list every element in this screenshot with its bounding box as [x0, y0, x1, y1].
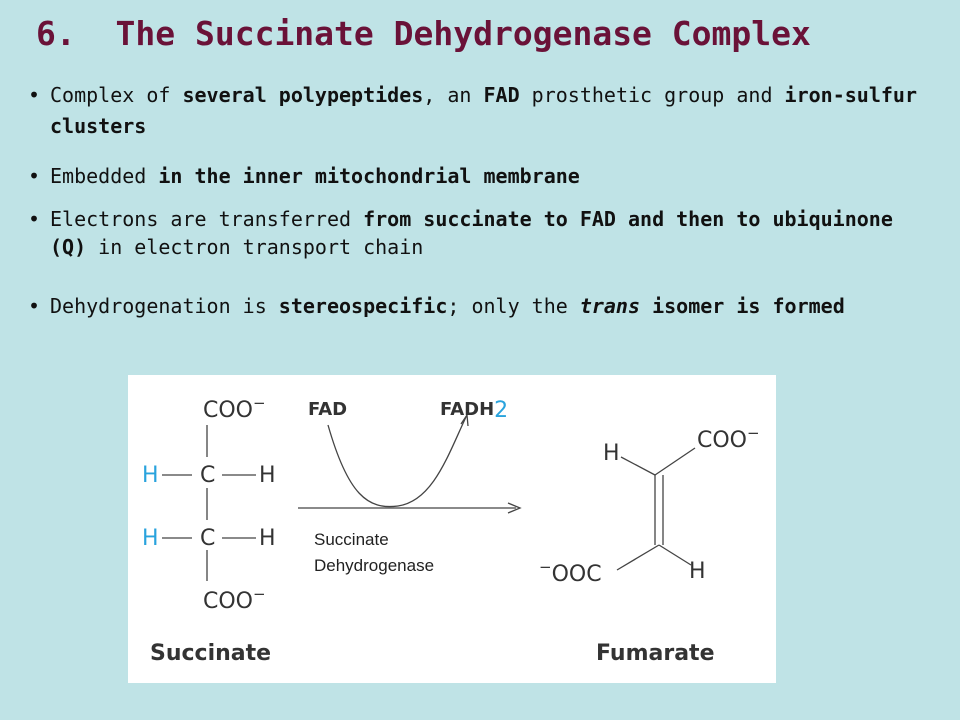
enzyme-label-line2: Dehydrogenase: [314, 556, 435, 575]
fumarate-hydrogen: H: [603, 441, 620, 466]
fumarate-bottom-group: −OOC: [539, 558, 602, 587]
bullet-text-run: stereospecific: [278, 294, 448, 318]
bullet-text-run: Complex of: [50, 83, 183, 107]
fumarate-top-group: COO−: [697, 424, 760, 453]
fumarate-atoms: H COO− −OOC H: [539, 424, 760, 587]
enzyme-label: Succinate Dehydrogenase: [314, 527, 434, 579]
succinate-carbon: C: [200, 463, 215, 488]
bullet-text-run: in electron transport chain: [86, 235, 424, 259]
succinate-label: Succinate: [150, 641, 271, 666]
bullet-marker: •: [28, 294, 41, 318]
reaction-arrow-head: [507, 502, 522, 514]
fumarate-bonds: [616, 447, 696, 571]
fadh2-label: FADH2: [440, 398, 508, 423]
bullet-item: • Dehydrogenation is stereospecific; onl…: [28, 290, 928, 323]
succinate-hydrogen-blue: H: [142, 526, 159, 551]
fumarate-hydrogen: H: [689, 559, 706, 584]
bullet-text-run: iron-sulfur clusters: [50, 83, 917, 138]
bullet-item: • Electrons are transferred from succina…: [28, 205, 928, 261]
succinate-hydrogen: H: [259, 463, 276, 488]
title-text: The Succinate Dehydrogenase Complex: [115, 14, 811, 53]
succinate-bonds: [162, 425, 256, 581]
succinate-hydrogen-blue: H: [142, 463, 159, 488]
bullet-marker: •: [28, 83, 41, 107]
bullet-text-run: Embedded: [50, 164, 159, 188]
bullet-text-run: several polypeptides: [182, 83, 424, 107]
bullet-text-run: from succinate to FAD and then to ubiqui…: [50, 207, 893, 259]
succinate-atoms: COO− C C H H H H COO−: [142, 394, 276, 614]
slide-title: 6. The Succinate Dehydrogenase Complex: [36, 14, 811, 53]
title-number: 6.: [36, 14, 76, 53]
succinate-top-group: COO−: [203, 394, 266, 423]
bullet-text-run: isomer is formed: [640, 294, 845, 318]
succinate-hydrogen: H: [259, 526, 276, 551]
fumarate-label: Fumarate: [596, 641, 715, 666]
bullet-text: Complex of several polypeptides, an FAD …: [50, 80, 928, 142]
succinate-carbon: C: [200, 526, 215, 551]
cofactor-arc-head: [460, 413, 469, 427]
bullet-text-run: prosthetic group and: [519, 83, 785, 107]
bullet-text-run: Dehydrogenation is: [50, 294, 279, 318]
bullet-marker: •: [28, 207, 41, 231]
reaction-diagram: COO− C C H H H H COO− Succinate FAD FADH…: [128, 375, 776, 683]
bullet-text-run: trans: [579, 294, 641, 318]
bullet-item: • Embedded in the inner mitochondrial me…: [28, 161, 928, 192]
bullet-text: Electrons are transferred from succinate…: [50, 205, 928, 261]
bullet-text-run: in the inner mitochondrial membrane: [158, 164, 580, 188]
bullet-text-run: , an: [423, 83, 484, 107]
bullet-item: • Complex of several polypeptides, an FA…: [28, 80, 928, 142]
cofactor-arc: [327, 416, 467, 508]
bullet-marker: •: [28, 164, 41, 188]
reaction-svg: COO− C C H H H H COO− Succinate FAD FADH…: [142, 394, 760, 666]
enzyme-label-line1: Succinate: [314, 530, 389, 549]
bullet-text-run: FAD: [483, 83, 520, 107]
succinate-bottom-group: COO−: [203, 585, 266, 614]
bullet-text-run: Electrons are transferred: [50, 207, 364, 231]
bullet-text: Dehydrogenation is stereospecific; only …: [50, 290, 928, 323]
bullet-text: Embedded in the inner mitochondrial memb…: [50, 161, 928, 192]
fad-label: FAD: [308, 399, 347, 420]
bullet-text-run: ; only the: [447, 294, 580, 318]
